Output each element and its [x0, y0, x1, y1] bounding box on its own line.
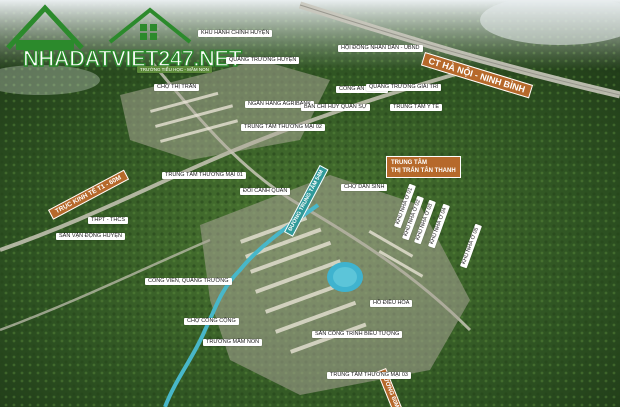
label-tttm-01: TRUNG TÂM THƯƠNG MẠI 01	[162, 172, 246, 179]
label-quang-truong-giai-tri: QUẢNG TRƯỜNG GIẢI TRÍ	[366, 84, 442, 91]
town-center-line2: THỊ TRẤN TÂN THANH	[391, 168, 456, 174]
label-quang-truong-huyen: QUẢNG TRƯỜNG HUYỆN	[226, 57, 300, 64]
label-truong-tieu-hoc: TRƯỜNG TIỂU HỌC - MẦM NON	[137, 66, 212, 73]
label-cho-cong-cong: CHỢ CÔNG CỘNG	[184, 318, 239, 325]
label-doi-canh-quan: ĐỒI CẢNH QUAN	[240, 188, 291, 195]
label-tttm-03: TRUNG TÂM THƯƠNG MẠI 03	[327, 372, 411, 379]
label-tttm-02: TRUNG TÂM THƯƠNG MẠI 02	[241, 124, 325, 131]
town-center-line1: TRUNG TÂM	[391, 160, 427, 166]
label-cong-vien: CÔNG VIÊN, QUẢNG TRƯỜNG	[145, 278, 232, 285]
label-thpt: THPT - THCS	[88, 217, 129, 224]
label-ngan-hang: NGÂN HÀNG AGRIBANK	[245, 101, 314, 108]
label-san-van-dong: SÂN VẬN ĐỘNG HUYỆN	[56, 233, 125, 240]
label-ban-chi-huy: BAN CHỈ HUY QUÂN SỰ	[301, 104, 370, 111]
label-cong-an: CÔNG AN HUYỆN	[336, 86, 389, 93]
town-center-tag: TRUNG TÂM THỊ TRẤN TÂN THANH	[386, 156, 461, 178]
label-trung-tam-y-te: TRUNG TÂM Y TẾ	[390, 104, 443, 111]
house-roof-icon	[6, 4, 192, 50]
label-cho-dan-sinh: CHỢ DÂN SINH	[341, 184, 388, 191]
label-cho-thi-tran: CHỢ THỊ TRẤN	[154, 84, 200, 91]
label-ho-dieu-hoa: HỒ ĐIỀU HÒA	[370, 300, 413, 307]
label-san-cong-trinh: SÂN CÔNG TRÌNH BIỂU TƯỢNG	[312, 331, 403, 338]
label-hoi-dong: HỘI ĐỒNG NHÂN DÂN - UBND	[338, 45, 423, 52]
label-khu-hanh-chinh: KHU HÀNH CHÍNH HUYỆN	[198, 30, 273, 37]
label-truong-mam-non: TRƯỜNG MẦM NON	[203, 339, 263, 346]
